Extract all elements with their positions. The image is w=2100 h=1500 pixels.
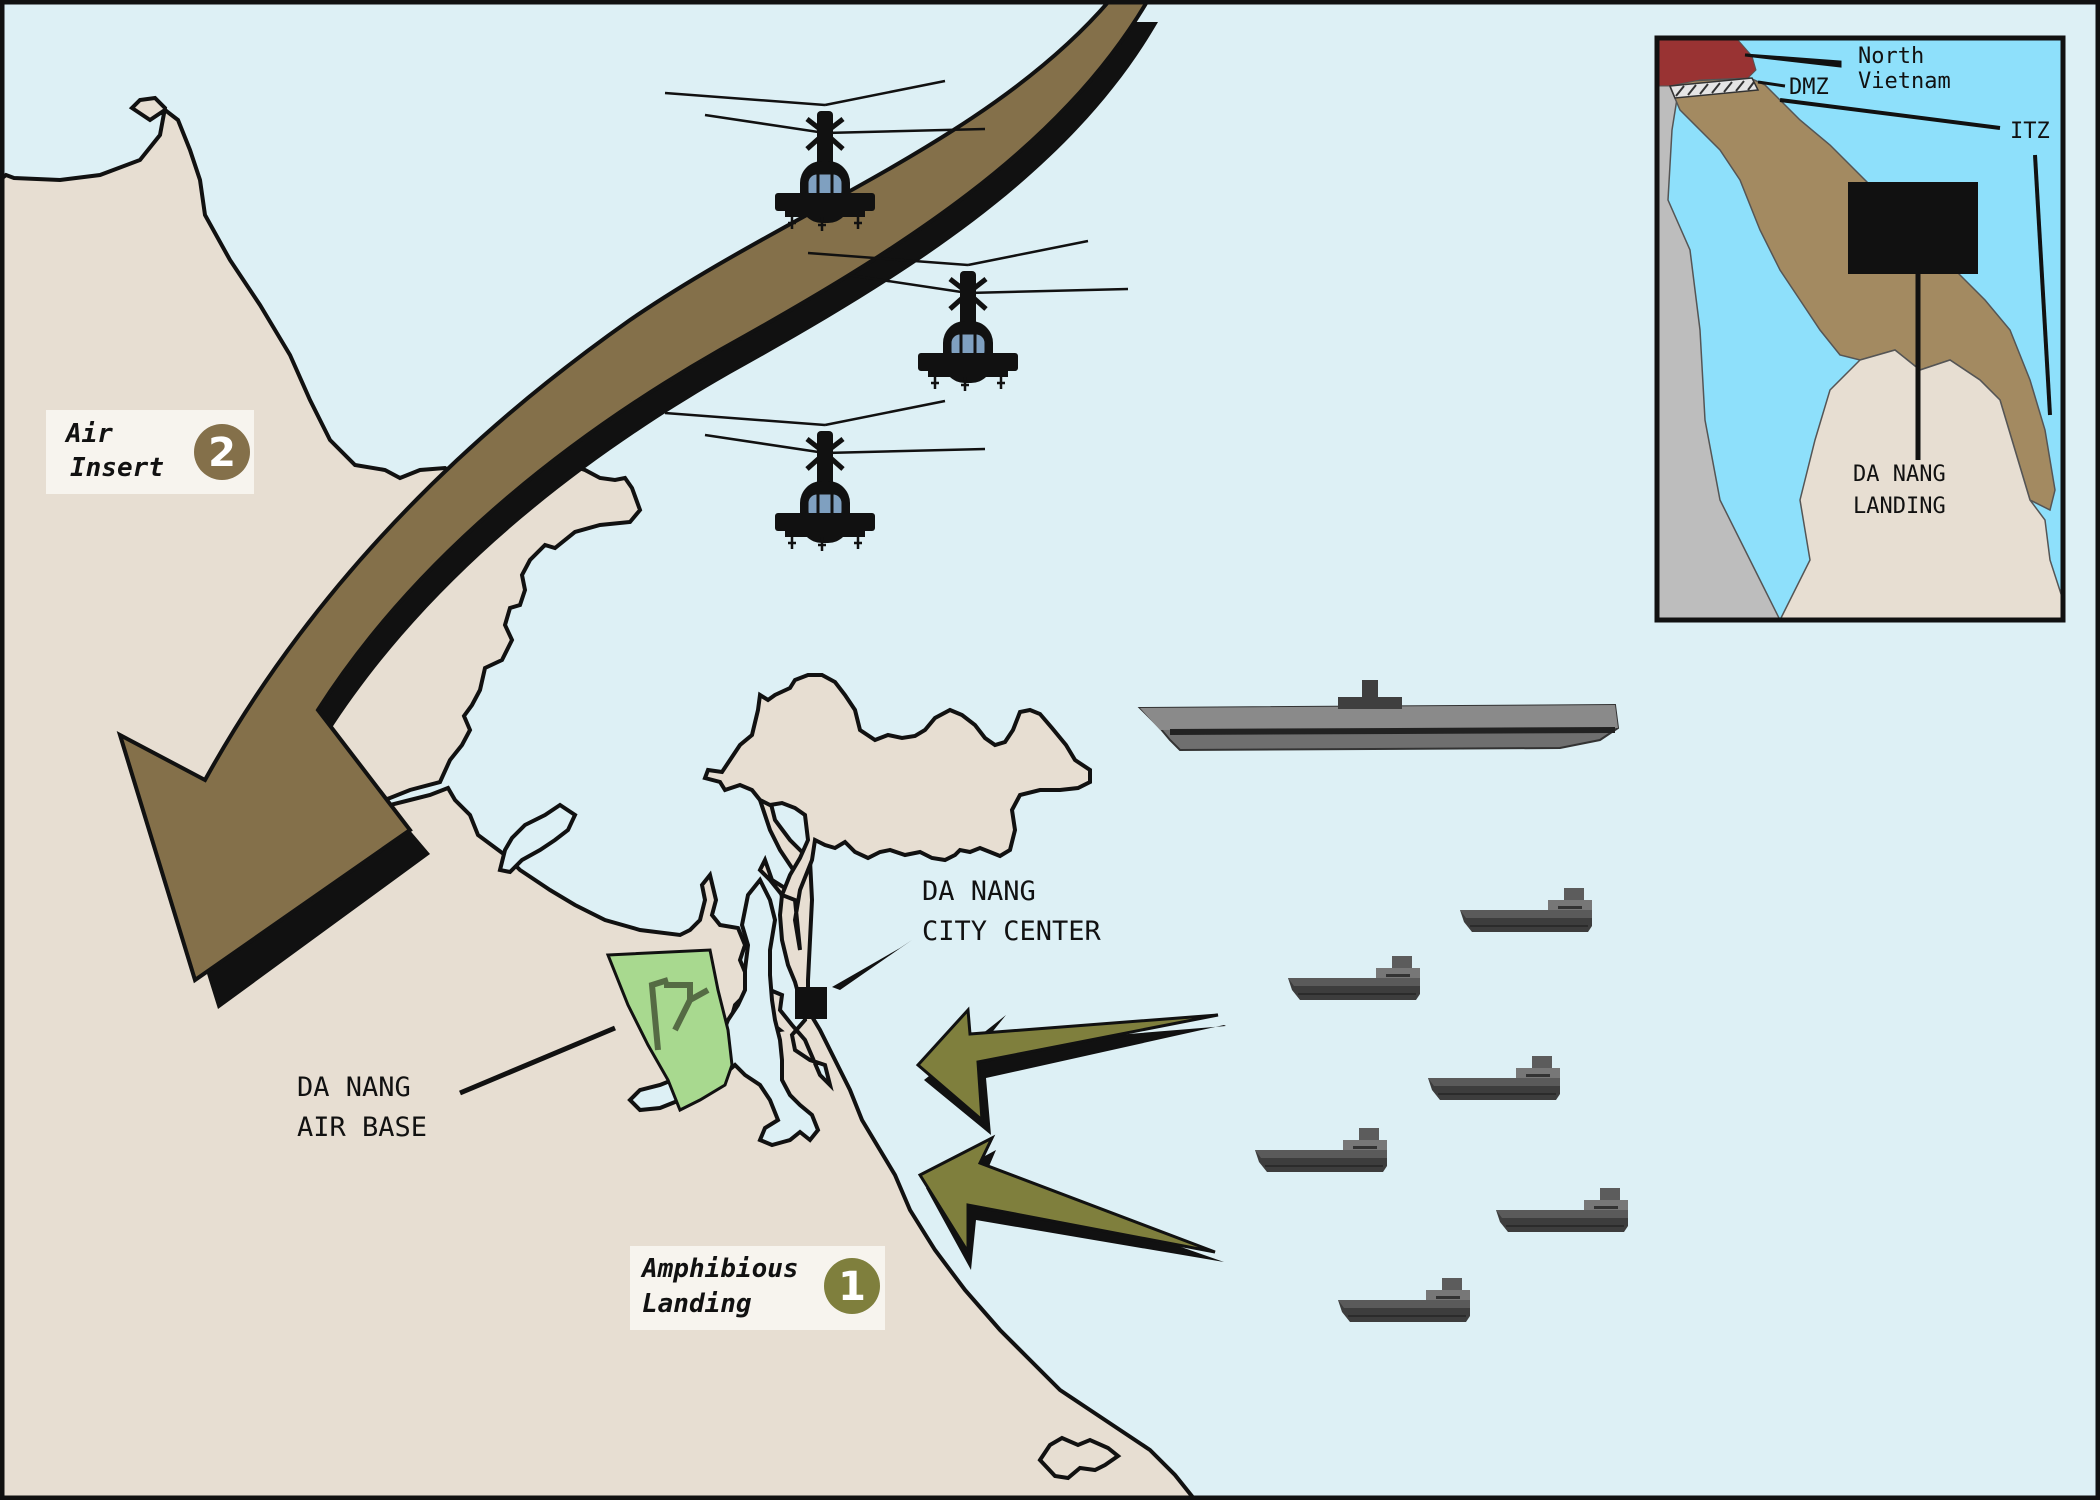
- inset-dmz-label: DMZ: [1789, 75, 1829, 100]
- amphibious-arrow-lower: [917, 1134, 1224, 1270]
- da-nang-air-base: [459, 948, 734, 1113]
- amphibious-line2: Landing: [642, 1289, 752, 1319]
- amphibious-line1: Amphibious: [640, 1254, 799, 1284]
- air-base-label-line2: AIR BASE: [297, 1112, 427, 1143]
- estuary: [497, 802, 578, 875]
- inset-land-south: [1778, 349, 2064, 621]
- inset-dmz-band: [1668, 77, 1760, 99]
- da-nang-city-center: [795, 940, 912, 1019]
- city-leader: [832, 940, 912, 990]
- inset-landing-line2: LANDING: [1853, 494, 1946, 519]
- inset-itz-leader-top: [1779, 98, 2001, 130]
- inset-landing-line1: DA NANG: [1853, 462, 1946, 487]
- city-center-label-line1: DA NANG: [922, 876, 1036, 907]
- inset-dmz-leader: [1757, 80, 1786, 88]
- aircraft-carrier-icon: [1137, 680, 1620, 752]
- air-insert-line1: Air: [64, 419, 113, 449]
- air-insert-number-badge: [194, 424, 250, 480]
- air-insert-line2: Insert: [70, 453, 164, 483]
- inset-map: North Vietnam DMZ ITZ DA NANG LANDING: [1654, 35, 2066, 623]
- city-marker: [795, 987, 827, 1019]
- city-center-label-line2: CITY CENTER: [922, 916, 1102, 947]
- inset-itz-leader-right: [2033, 154, 2052, 416]
- amphibious-number: 1: [838, 1264, 866, 1310]
- air-insert-arrow: [116, 0, 1158, 1009]
- air-base-area: [605, 948, 734, 1113]
- amphibious-arrow-upper: [915, 1006, 1226, 1135]
- amphibious-landing-legend: Amphibious Landing 1: [630, 1246, 885, 1330]
- inset-frame: [1654, 35, 2066, 623]
- inset-north-leader: [1744, 53, 1842, 68]
- inset-north-line2: Vietnam: [1858, 69, 1951, 94]
- air-base-leader: [459, 1025, 616, 1096]
- inset-itz-label: ITZ: [2010, 119, 2050, 144]
- inset-landing-marker: [1848, 182, 1978, 274]
- runway-icon: [648, 977, 710, 1051]
- air-insert-legend: Air Insert 2: [46, 410, 254, 494]
- amphibious-number-badge: [824, 1258, 880, 1314]
- air-base-label-line1: DA NANG: [297, 1072, 411, 1103]
- islet: [1037, 1435, 1122, 1481]
- peninsula: [702, 673, 1092, 951]
- inset-north-line1: North: [1858, 44, 1924, 69]
- air-insert-number: 2: [208, 430, 236, 476]
